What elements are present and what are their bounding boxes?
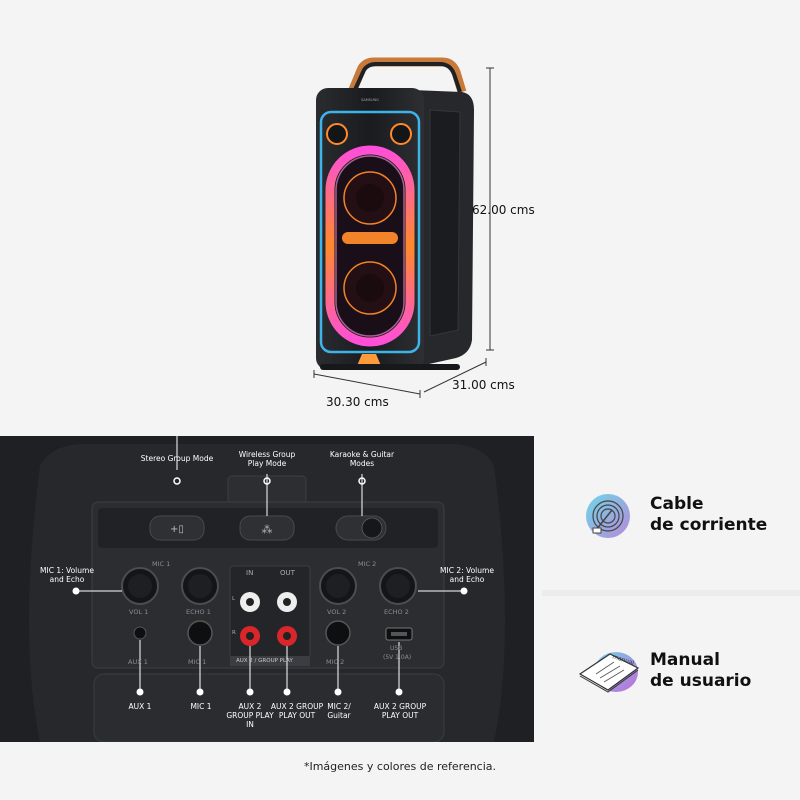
depth-dimension-line [423, 361, 487, 393]
power-cable-icon [586, 494, 630, 538]
device-echo2-label: ECHO 2 [384, 608, 409, 616]
callout-mic2-volume-echo: MIC 2: Volume and Echo [440, 566, 494, 584]
callout-karaoke-guitar: Karaoke & Guitar Modes [329, 450, 395, 468]
callout-aux1: AUX 1 [128, 702, 152, 711]
mic2-jack[interactable] [325, 620, 351, 646]
wireless-group-icon: ⁂ [262, 523, 273, 536]
device-aux1-label: AUX 1 [128, 658, 148, 666]
device-r-label-in: R [232, 630, 236, 636]
speaker-illustration: SAMSUNG [313, 57, 494, 398]
accessory-card-user-manual: manual Manual de usuario [542, 596, 800, 742]
device-aux2-group-play-label: AUX 2 / GROUP PLAY [236, 658, 293, 664]
stereo-group-button[interactable] [149, 515, 205, 541]
device-usb-rating-label: (5V 1.0A) [383, 654, 412, 661]
accessory-title-manual-line2: de usuario [650, 671, 752, 691]
device-mic2-label: MIC 2 [326, 658, 345, 666]
device-in-label: IN [246, 569, 254, 577]
aux1-jack[interactable] [133, 626, 147, 640]
stereo-group-icon: +▯ [170, 524, 184, 535]
callout-mic2-guitar: MIC 2/ Guitar [327, 702, 351, 720]
control-panel-illustration: +▯ ⁂ [0, 436, 534, 742]
callout-mic1: MIC 1 [190, 702, 212, 711]
device-mic1-label: MIC 1 [188, 658, 207, 666]
device-mic2-top-label: MIC 2 [358, 560, 377, 568]
device-vol2-label: VOL 2 [327, 608, 347, 616]
device-vol1-label: VOL 1 [129, 608, 149, 616]
width-label: 30.30 cms [326, 395, 389, 409]
height-label: 62.00 cms [472, 203, 535, 217]
footnote: *Imágenes y colores de referencia. [303, 760, 497, 773]
accessory-title-cable-line1: Cable [650, 494, 704, 514]
brand-logo: SAMSUNG [361, 98, 379, 102]
top-right-tweeter [390, 123, 412, 145]
callout-stereo-group-mode: Stereo Group Mode [140, 454, 214, 463]
top-left-tweeter [326, 123, 348, 145]
device-out-label: OUT [280, 569, 295, 577]
device-usb-label: USB [390, 645, 403, 652]
accessory-title-cable-line2: de corriente [650, 515, 768, 535]
callout-aux2-out-right: AUX 2 GROUP PLAY OUT [373, 702, 427, 720]
center-light-bar [342, 232, 398, 244]
device-mic1-top-label: MIC 1 [152, 560, 171, 568]
callout-mic1-volume-echo: MIC 1: Volume and Echo [40, 566, 94, 584]
control-panel-photo: +▯ ⁂ [0, 436, 534, 742]
accessory-title-manual-line1: Manual [650, 650, 720, 670]
user-manual-icon: manual [578, 652, 640, 693]
callout-wireless-group-play: Wireless Group Play Mode [238, 450, 296, 468]
callout-aux2-out-center: AUX 2 GROUP PLAY OUT [270, 702, 324, 720]
device-echo1-label: ECHO 1 [186, 608, 211, 616]
depth-label: 31.00 cms [452, 378, 515, 392]
accessory-card-power-cable: Cable de corriente [542, 436, 800, 588]
width-dimension-line [313, 373, 421, 395]
mic1-jack[interactable] [187, 620, 213, 646]
callout-aux2-in: AUX 2 GROUP PLAY IN [226, 702, 274, 729]
device-l-label-in: L [232, 596, 236, 602]
